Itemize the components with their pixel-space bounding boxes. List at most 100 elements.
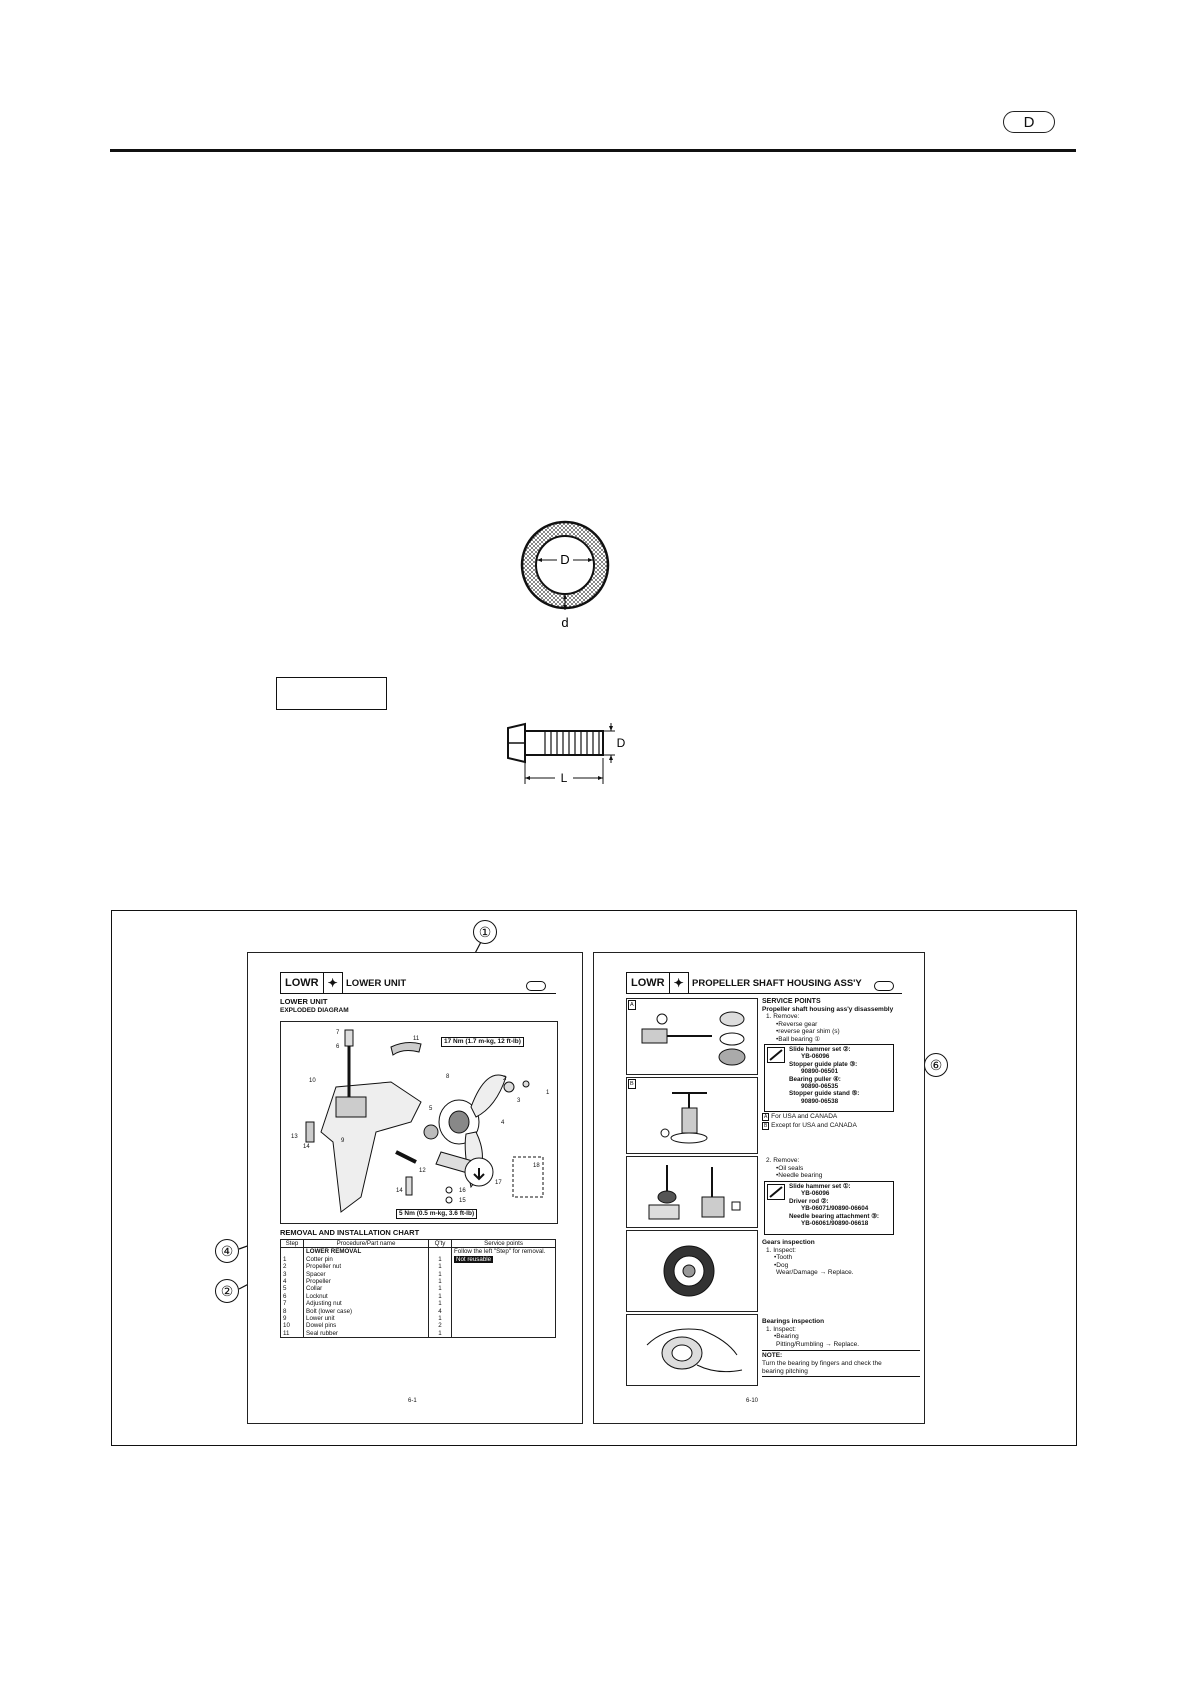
right-page-number: 6-10 [746,1398,759,1404]
table-cell-step: 4 [280,1278,304,1286]
part-number: 8 [446,1074,450,1080]
remove-step-1: 1. Remove: [766,1013,800,1021]
table-cell-name: Collar [303,1285,429,1293]
left-header-title: LOWER UNIT [346,978,407,989]
remove-item: •Reverse gear [776,1020,818,1028]
callout-2-bottom: ② [215,1279,239,1303]
table-cell-name: Locknut [303,1292,429,1301]
lower-unit-icon: ✦ [673,975,684,990]
bearing-drawing [646,1328,743,1373]
service-points-subtitle: Propeller shaft housing ass'y disassembl… [762,1005,894,1013]
gear-drawing [663,1245,715,1297]
right-section-badge: LOWR ✦ [626,972,689,994]
language-badge-label: D [1023,113,1035,131]
table-cell-name: Propeller [303,1278,429,1286]
lower-unit-icon: ✦ [327,975,338,990]
col-header-step: Step [280,1238,304,1249]
part-number: 3 [517,1098,521,1104]
note-a-marker: A [762,1113,770,1121]
ring-label-d: d [561,615,568,630]
left-header-rule [280,993,556,994]
remove-step-2: 2. Remove: [766,1157,800,1164]
part-number: 18 [533,1163,540,1169]
exploded-diagram-drawing: 7 11 6 8 2 1 3 10 5 4 13 14 9 12 17 16 1… [291,1029,550,1213]
table-cell-service [451,1263,556,1271]
language-badge: D [1003,111,1055,133]
tool-number: YB-06096 [801,1053,830,1061]
removal-chart-table: Step Procedure/Part name Q'ty Service po… [280,1238,556,1339]
special-tool-box-1: Slide hammer set ②: YB-06096 Stopper gui… [764,1044,894,1112]
table-cell-name: Adjusting nut [303,1300,429,1308]
table-cell-qty: 1 [428,1300,452,1308]
table-cell-name: Dowel pins [303,1322,429,1330]
illustration-bearing [626,1314,758,1386]
part-number: 7 [336,1030,340,1036]
callout-6-label: ⑥ [929,1056,943,1073]
part-number: 13 [291,1134,298,1140]
left-page-number: 6-1 [408,1398,417,1404]
callout-1-label: ① [478,923,492,940]
service-points-block: SERVICE POINTS Propeller shaft housing a… [762,998,920,1044]
right-section-code: LOWR [627,973,670,993]
col-header-service: Service points [451,1238,556,1249]
part-number: 16 [459,1188,466,1194]
remove-item: •Needle bearing [776,1172,823,1180]
illustration-b: B [626,1077,758,1154]
illustration-gear [626,1230,758,1312]
table-cell-step: 9 [280,1315,304,1323]
table-cell-qty: 2 [428,1322,452,1330]
remove-step-2-block: 2. Remove: •Oil seals •Needle bearing [766,1157,916,1180]
table-cell-step: 3 [280,1270,304,1279]
bearings-inspection-block: Bearings inspection 1. Inspect: •Bearing… [762,1318,920,1378]
tool-name: Needle bearing attachment ③: [789,1212,879,1220]
sample-pages-frame [111,910,1077,1446]
table-cell-qty: 1 [428,1285,452,1293]
bearings-line: •Bearing [774,1333,799,1341]
table-cell-service [451,1307,556,1316]
table-cell-step: 10 [280,1322,304,1330]
tool-name: Slide hammer set ②: [789,1046,851,1053]
table-cell [428,1247,452,1256]
left-lang-badge [526,981,546,991]
part-number: 15 [459,1198,466,1204]
right-header-rule [626,993,902,994]
tool-icon [767,1047,785,1063]
removal-chart-title: REMOVAL AND INSTALLATION CHART [280,1228,420,1237]
note-text: bearing pitching [762,1367,808,1375]
right-header-title: PROPELLER SHAFT HOUSING ASS'Y [692,978,862,989]
box-a-label: A [628,1000,636,1011]
bolt-label-D: D [617,736,626,750]
table-cell-qty: 1 [428,1329,452,1339]
part-number: 4 [501,1120,505,1126]
blank-label-box [276,677,387,710]
service-points-title: SERVICE POINTS [762,998,821,1005]
table-cell-qty: 1 [428,1292,452,1301]
callout-1: ① [473,920,497,944]
table-cell-qty: 4 [428,1307,452,1316]
tool-name: Bearing puller ④: [789,1075,841,1083]
table-cell-qty: 1 [428,1263,452,1271]
tool-number: YB-06061/90890-06618 [801,1220,869,1228]
part-number: 9 [341,1138,345,1144]
illustration-a-drawing [641,1011,746,1066]
table-cell-qty: 1 [428,1315,452,1323]
part-number: 5 [429,1106,433,1112]
table-cell-qty: 1 [428,1278,452,1286]
bearings-inspection-title: Bearings inspection [762,1318,825,1325]
torque-spec-bottom: 5 Nm (0.5 m-kg, 3.6 ft-lb) [396,1209,478,1220]
table-cell-step: 5 [280,1285,304,1293]
part-number: 11 [413,1036,420,1042]
note-b-marker: B [762,1121,770,1130]
table-cell-step: 7 [280,1300,304,1308]
table-cell-service [451,1300,556,1308]
table-row: 1 Cotter pin 1 Not reusable [280,1255,556,1264]
callout-2-bottom-label: ② [220,1282,234,1299]
table-cell-qty: 1 [428,1255,452,1264]
remove-item: •Ball bearing ① [776,1035,821,1043]
